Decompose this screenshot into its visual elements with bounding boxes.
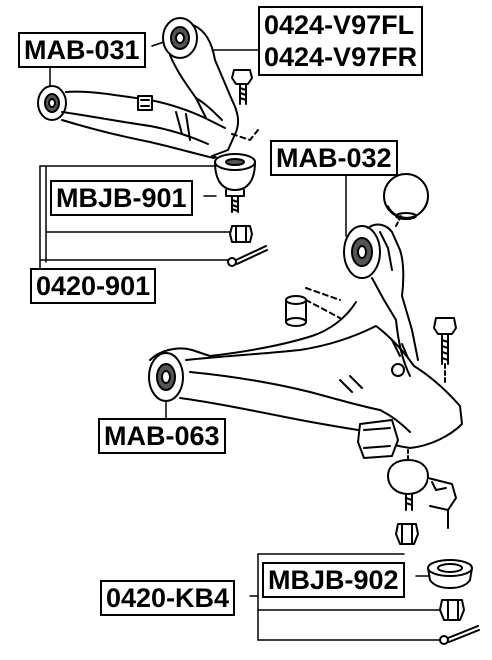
lower-castle-nut (395, 523, 419, 545)
leader-lines (39, 41, 441, 641)
label-0424-v97fl: 0424-V97FL (264, 10, 415, 40)
lower-nut (439, 599, 465, 621)
upper-castle-nut (229, 225, 253, 243)
label-mbjb-901: MBJB-901 (50, 180, 193, 216)
upper-cotter-pin (227, 245, 268, 267)
upper-ball-joint (214, 153, 256, 213)
lower-ball-joint (387, 449, 457, 529)
label-0420-901: 0420-901 (30, 268, 157, 304)
lower-control-arm (148, 301, 463, 459)
label-mab-031: MAB-031 (18, 32, 146, 68)
upper-arm-bolt (231, 69, 253, 105)
dust-cap (383, 173, 429, 220)
steering-knuckle (343, 213, 419, 377)
upper-control-arm (37, 17, 259, 163)
knuckle-bolt (433, 317, 457, 385)
lower-cotter-pin (439, 625, 480, 645)
lower-seal-ring (427, 559, 473, 589)
label-mbjb-902: MBJB-902 (262, 562, 405, 598)
label-mab-032: MAB-032 (270, 140, 398, 176)
side-bushing (285, 287, 341, 327)
label-0420-kb4: 0420-KB4 (100, 580, 236, 616)
label-0424-v97fr: 0424-V97FR (264, 42, 418, 72)
label-mab-063: MAB-063 (98, 418, 226, 454)
label-upper-arm-pair: 0424-V97FL 0424-V97FR (258, 6, 424, 76)
